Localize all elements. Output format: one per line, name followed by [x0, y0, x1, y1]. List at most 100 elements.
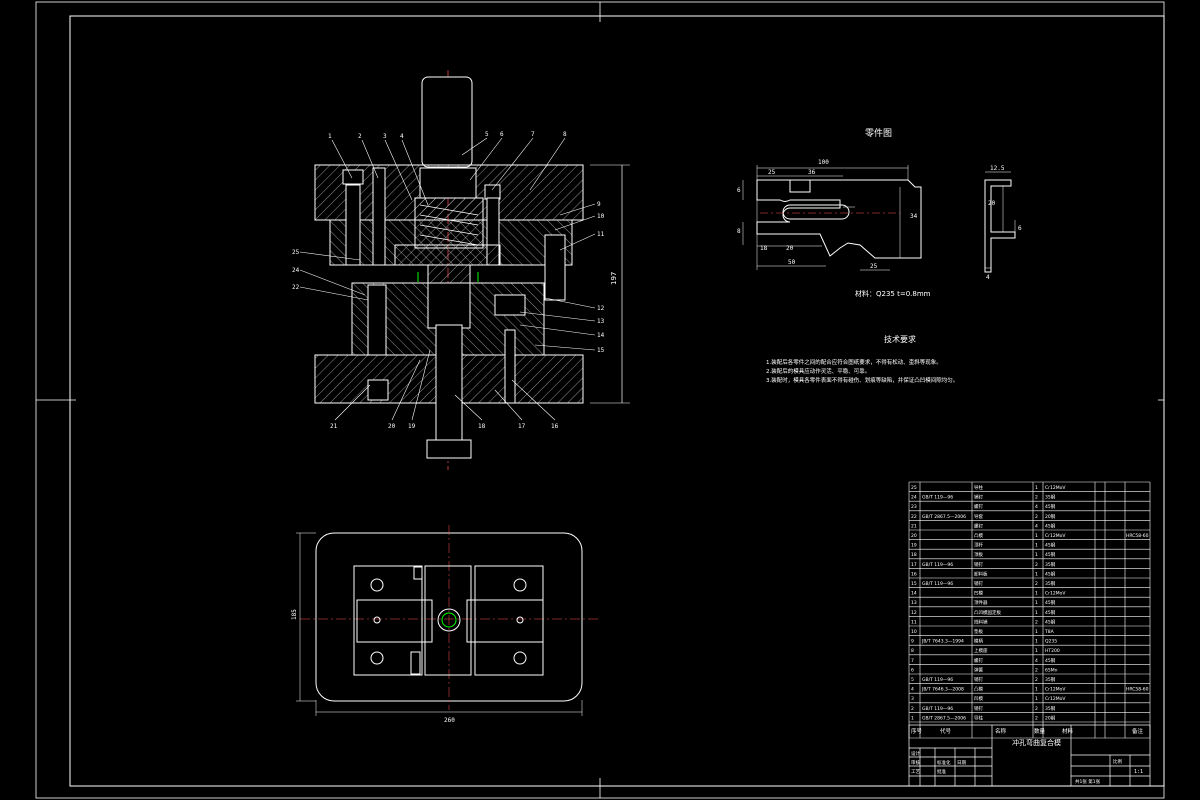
part-dim-b: 36	[808, 169, 816, 176]
bom-header-cell: 名称	[995, 727, 1007, 735]
part-dim-g: 25	[870, 263, 878, 270]
bom-cell: 7	[911, 658, 914, 664]
bom-cell: 1	[1035, 533, 1038, 539]
part-drawing	[742, 165, 922, 271]
bom-cell: 2	[1035, 715, 1038, 721]
tech-title: 技术要求	[884, 334, 916, 344]
bom-cell: 45钢	[1045, 570, 1056, 577]
part-material-note: 材料：Q235 t=0.8mm	[855, 289, 931, 298]
bom-cell: 1	[1035, 687, 1038, 693]
bom-cell: 6	[911, 667, 914, 673]
section-leaders	[299, 137, 596, 421]
leader-2: 2	[358, 133, 362, 140]
bom-cell: 顶板	[974, 551, 983, 558]
part-dim-a: 25	[768, 169, 776, 176]
part-dim-h: 6	[737, 187, 741, 194]
scale-label: 比例	[1113, 758, 1122, 765]
bom-header-cell: 材料	[1062, 727, 1074, 735]
leader-24: 24	[292, 267, 300, 274]
label-date: 日期	[957, 760, 966, 766]
bom-header-cell: 序号	[911, 727, 923, 735]
bom-cell: 1	[1035, 600, 1038, 606]
bom-cell: 20钢	[1045, 714, 1056, 721]
bom-cell: 挡料销	[974, 618, 988, 625]
bom-cell: 销钉	[974, 676, 983, 683]
leader-6: 6	[500, 131, 504, 138]
bom-cell: 18	[911, 552, 917, 558]
bom-cell: GB/T 2867.5—2006	[922, 514, 966, 520]
tech-line-2: 2.装配后的模具应动作灵活、平稳、可靠。	[766, 367, 870, 375]
part-dim-e: 20	[786, 245, 794, 252]
bom-cell: 导套	[974, 513, 983, 520]
bom-cell: 凹模	[974, 590, 983, 597]
leader-4: 4	[400, 133, 404, 140]
bom-cell: 45钢	[1045, 551, 1056, 558]
leader-12: 12	[597, 305, 605, 312]
bom-cell: 3	[911, 696, 914, 702]
bom-cell: 销钉	[974, 561, 983, 568]
side-dim-mid: 20	[988, 200, 996, 207]
bom-cell: 2	[1035, 619, 1038, 625]
bom-cell: 35钢	[1045, 705, 1056, 712]
bom-cell: Cr12MoV	[1045, 591, 1066, 597]
bom-cell: 1	[1035, 648, 1038, 654]
bom-cell: 4	[1035, 523, 1038, 529]
bom-cell: 凸模	[974, 686, 983, 693]
label-approve: 批准	[937, 768, 946, 775]
bom-cell: 11	[911, 619, 917, 625]
plan-dim-width: 260	[444, 717, 455, 724]
bom-cell: 1	[1035, 591, 1038, 597]
leader-16: 16	[551, 423, 559, 430]
bom-header-cell: 备注	[1132, 727, 1144, 735]
section-view	[314, 70, 630, 470]
bom-cell: 凸凹模固定板	[974, 609, 1001, 616]
bom-cell: 22	[911, 514, 917, 520]
bom-cell: 螺钉	[974, 522, 983, 529]
bom-cell: GB/T 2867.5—2006	[922, 715, 966, 721]
bom-cell: 1	[1035, 485, 1038, 491]
leader-13: 13	[597, 318, 605, 325]
side-view	[984, 171, 1016, 273]
bom-header-cell: 数量	[1034, 727, 1046, 735]
part-dim-i: 8	[737, 228, 741, 235]
bom-cell: 45钢	[1045, 657, 1056, 664]
bom-cell: 2	[1035, 677, 1038, 683]
bom-cell: 17	[911, 562, 917, 568]
bom-cell: 45钢	[1045, 609, 1056, 616]
label-process: 工艺	[911, 769, 920, 775]
leader-22: 22	[292, 284, 300, 291]
bom-cell: 弹簧	[974, 666, 983, 673]
bom-cell: 10	[911, 629, 917, 635]
bom-cell: 9	[911, 639, 914, 645]
bom-cell: 1	[1035, 610, 1038, 616]
bom-cell: 45钢	[1045, 599, 1056, 606]
bom-cell: 顶件器	[974, 599, 988, 606]
bom-cell: 24	[911, 495, 917, 501]
bom-cell: 21	[911, 523, 917, 529]
bom-cell: 2	[1035, 706, 1038, 712]
leader-8: 8	[563, 131, 567, 138]
bom-cell: 14	[911, 591, 917, 597]
bom-cell: HRC58-60	[1126, 687, 1149, 693]
bom-cell: 45钢	[1045, 542, 1056, 549]
bom-cell: T8A	[1044, 629, 1055, 635]
part-dim-d: 18	[760, 245, 768, 252]
bom-cell: GB/T 119—96	[922, 581, 953, 587]
bom-cell: 导柱	[974, 484, 983, 491]
label-review: 审核	[911, 759, 920, 766]
drawing-name: 冲孔弯曲复合模	[1012, 738, 1061, 747]
bom-cell: 45钢	[1045, 618, 1056, 625]
side-dim-top: 12.5	[990, 165, 1005, 172]
bom-cell: 35钢	[1045, 561, 1056, 568]
label-design: 设计	[911, 750, 920, 757]
part-title: 零件图	[865, 127, 892, 139]
leader-1: 1	[328, 133, 332, 140]
bom-cell: 螺钉	[974, 657, 983, 664]
bom-cell: 25	[911, 485, 917, 491]
scale-value: 1:1	[1134, 769, 1143, 775]
leader-9: 9	[597, 201, 601, 208]
label-standard: 标准化	[937, 759, 951, 766]
bom-cell: Cr12MoV	[1045, 696, 1066, 702]
bom-cell: 35钢	[1045, 580, 1056, 587]
